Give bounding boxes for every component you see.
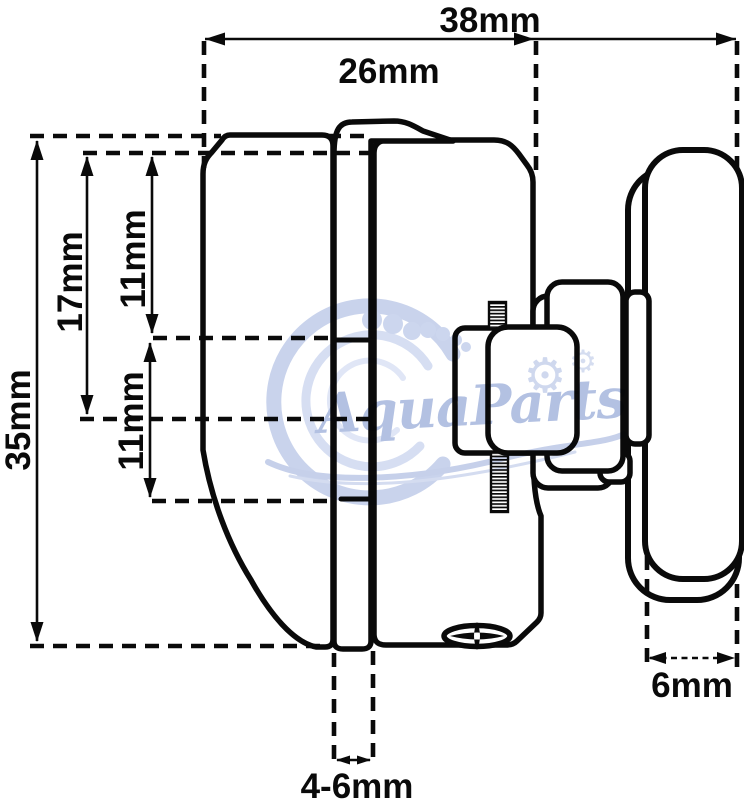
gear-icon: ⚙ bbox=[569, 344, 597, 380]
dimension-label-38mm: 38mm bbox=[439, 1, 540, 40]
arrowhead bbox=[717, 652, 735, 664]
dimension-label-26mm: 26mm bbox=[338, 52, 439, 91]
dimension-38mm: 38mm bbox=[205, 1, 736, 46]
dimension-11mm-lower: 11mm bbox=[112, 342, 157, 498]
arrowhead bbox=[80, 395, 94, 415]
watermark-wave-swirl-icon bbox=[265, 298, 627, 506]
dimension-label-35mm: 35mm bbox=[0, 369, 38, 470]
part-drawing bbox=[200, 118, 744, 652]
arrowhead bbox=[205, 32, 225, 46]
arrowhead bbox=[514, 32, 534, 46]
dimension-6mm: 6mm bbox=[648, 652, 735, 705]
arrowhead bbox=[143, 342, 157, 362]
dimension-26mm: 26mm bbox=[338, 32, 534, 91]
dimension-11mm-upper: 11mm bbox=[114, 156, 159, 334]
axle-spacer bbox=[623, 289, 652, 447]
dimension-35mm: 35mm bbox=[0, 140, 44, 642]
screw-head bbox=[441, 622, 513, 650]
arrowhead bbox=[648, 652, 666, 664]
dimension-17mm: 17mm bbox=[51, 156, 94, 415]
dimension-label-4-6mm: 4-6mm bbox=[301, 767, 414, 806]
arrowhead bbox=[30, 140, 44, 160]
arrowhead bbox=[80, 156, 94, 176]
roller-wheel-front bbox=[642, 147, 744, 582]
arrowhead bbox=[30, 622, 44, 642]
dimension-label-11mm-lower: 11mm bbox=[112, 371, 151, 470]
screw-cross-icon bbox=[450, 622, 504, 650]
dimension-label-6mm: 6mm bbox=[651, 666, 733, 705]
gear-icon: ⚙ bbox=[523, 348, 566, 404]
arrowhead bbox=[145, 156, 159, 176]
arrowhead bbox=[143, 478, 157, 498]
arrowhead bbox=[357, 755, 371, 765]
dimension-label-11mm-upper: 11mm bbox=[114, 209, 153, 308]
dimension-label-17mm: 17mm bbox=[51, 231, 90, 332]
dimension-4-6mm: 4-6mm bbox=[301, 755, 414, 806]
glass-channel bbox=[331, 118, 456, 652]
arrowhead bbox=[716, 32, 736, 46]
arrowhead bbox=[145, 314, 159, 334]
arrowhead bbox=[336, 755, 350, 765]
